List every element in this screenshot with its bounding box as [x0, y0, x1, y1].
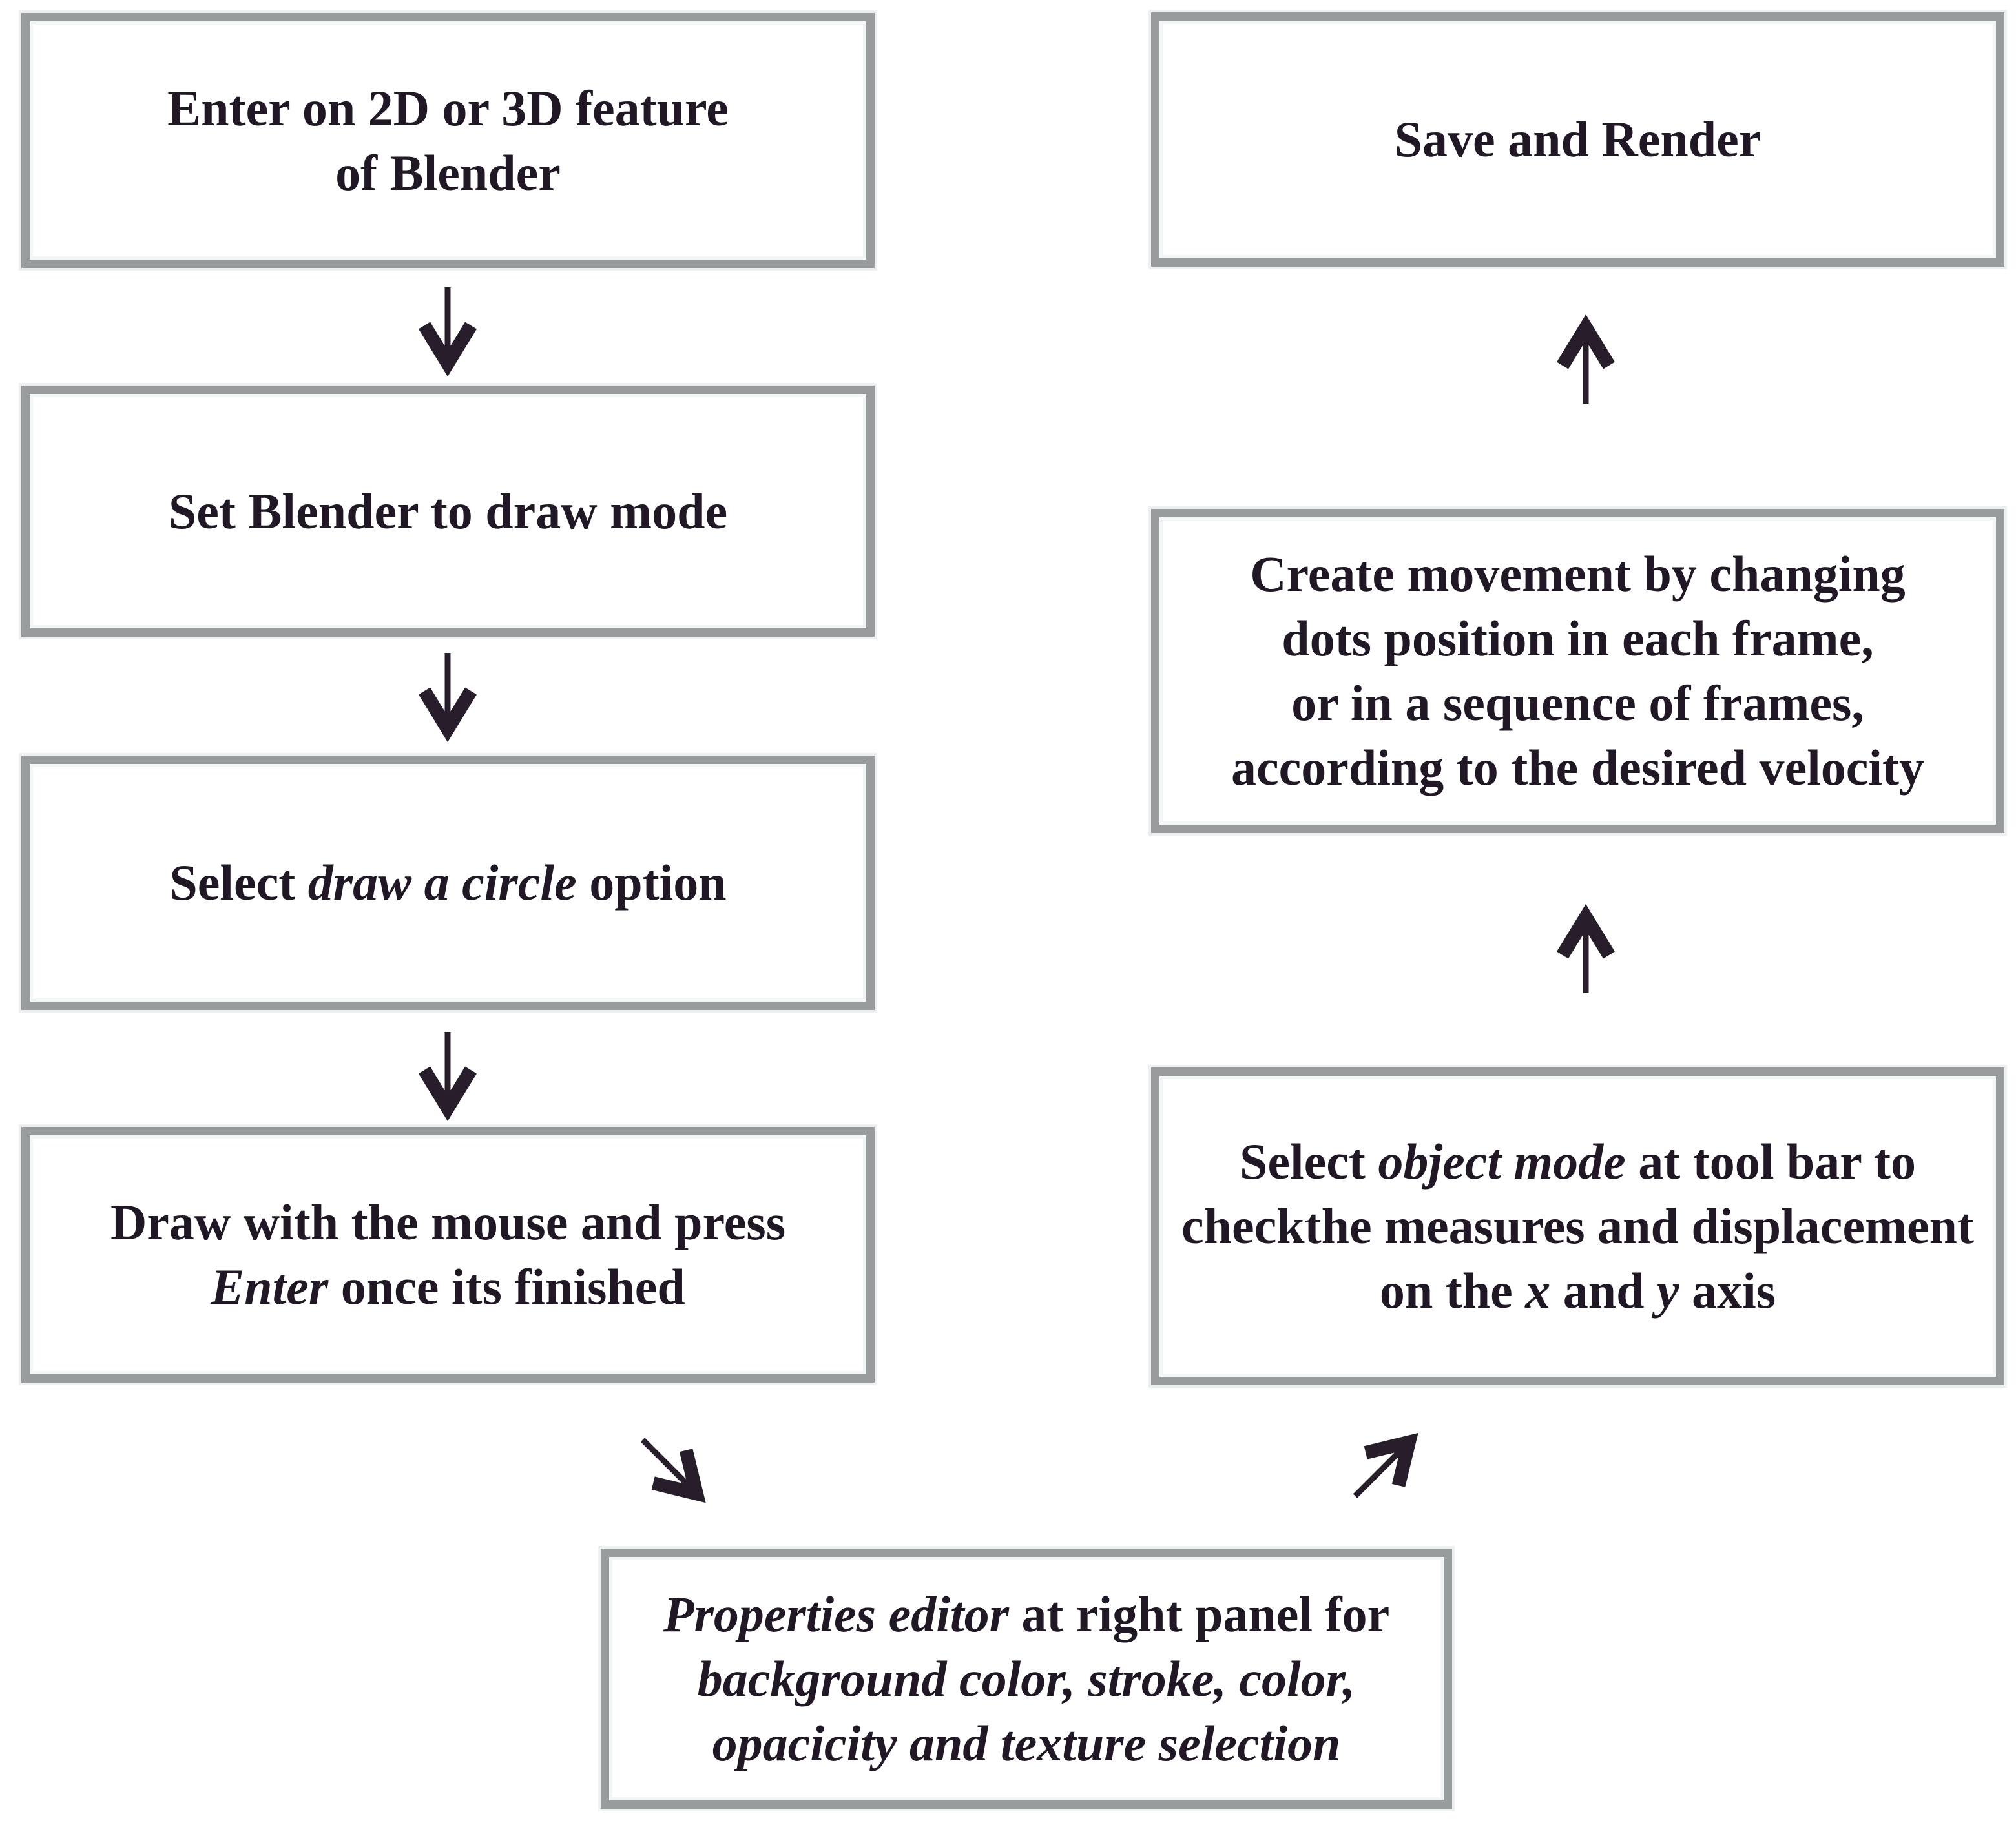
box-text-line: Draw with the mouse and press	[110, 1190, 785, 1255]
arrow-down-icon	[412, 285, 483, 377]
text-segment-italic: Properties editor	[663, 1585, 1009, 1642]
flow-box-select-draw-circle: Select draw a circle option	[21, 756, 875, 1010]
text-segment: at tool bar to	[1625, 1133, 1916, 1190]
box-text-line: or in a sequence of frames,	[1291, 671, 1864, 736]
arrow-up-icon	[1550, 903, 1621, 995]
text-segment-italic: x	[1525, 1263, 1551, 1319]
box-text-line: according to the desired velocity	[1231, 736, 1924, 800]
text-segment: according to the desired velocity	[1231, 739, 1925, 796]
text-segment: Select	[1240, 1133, 1378, 1190]
box-text-line: Select draw a circle option	[169, 851, 726, 915]
flow-box-create-movement: Create movement by changing dots position…	[1151, 509, 2004, 833]
arrow-down-icon	[412, 651, 483, 743]
text-segment: Set Blender to draw mode	[168, 482, 728, 539]
text-segment-italic: y	[1656, 1263, 1679, 1319]
text-segment: checkthe measures and displacement	[1181, 1198, 1974, 1254]
text-segment: of Blender	[335, 144, 561, 201]
text-segment: or in a sequence of frames,	[1291, 675, 1864, 731]
arrow-down-right-icon	[614, 1411, 725, 1523]
flow-box-enter-feature: Enter on 2D or 3D feature of Blender	[21, 13, 875, 268]
text-segment: and	[1550, 1263, 1657, 1319]
box-text-line: on the x and y axis	[1380, 1259, 1776, 1323]
box-text-line: dots position in each frame,	[1282, 606, 1874, 671]
text-segment-italic: object mode	[1378, 1133, 1626, 1190]
text-segment: option	[576, 854, 727, 911]
text-segment-italic: Enter	[211, 1259, 329, 1315]
box-text-line: checkthe measures and displacement	[1181, 1194, 1974, 1259]
text-segment: Create movement by changing	[1250, 546, 1906, 602]
box-text-line: Create movement by changing	[1250, 542, 1906, 606]
text-segment: at right panel for	[1008, 1585, 1390, 1642]
box-text-line: Save and Render	[1395, 107, 1761, 172]
flow-box-save-and-render: Save and Render	[1151, 12, 2004, 267]
arrow-up-icon	[1550, 314, 1621, 406]
box-text-line: Properties editor at right panel for	[663, 1582, 1389, 1647]
text-segment-italic: draw a circle	[307, 854, 577, 911]
text-segment: Select	[169, 854, 308, 911]
text-segment: Draw with the mouse and press	[110, 1194, 786, 1250]
box-text-line: background color, stroke, color,	[698, 1647, 1355, 1711]
text-segment: Enter on 2D or 3D feature	[167, 79, 729, 136]
text-segment: axis	[1679, 1263, 1776, 1319]
text-segment-italic: background color, stroke, color,	[697, 1650, 1356, 1707]
box-text-line: Enter once its finished	[211, 1255, 685, 1319]
flow-box-set-draw-mode: Set Blender to draw mode	[21, 386, 875, 637]
text-segment: on the	[1379, 1263, 1526, 1319]
text-segment-italic: opacicity and texture selection	[712, 1715, 1341, 1771]
arrow-down-icon	[412, 1030, 483, 1122]
box-text-line: Enter on 2D or 3D feature	[167, 76, 729, 141]
text-segment: Save and Render	[1394, 111, 1761, 167]
box-text-line: opacicity and texture selection	[712, 1711, 1341, 1776]
box-text-line: Set Blender to draw mode	[169, 479, 727, 544]
box-text-line: Select object mode at tool bar to	[1240, 1129, 1916, 1194]
arrow-up-right-icon	[1326, 1413, 1438, 1525]
text-segment: once its finished	[328, 1259, 685, 1315]
box-text-line: of Blender	[335, 141, 561, 205]
text-segment: dots position in each frame,	[1282, 610, 1874, 666]
